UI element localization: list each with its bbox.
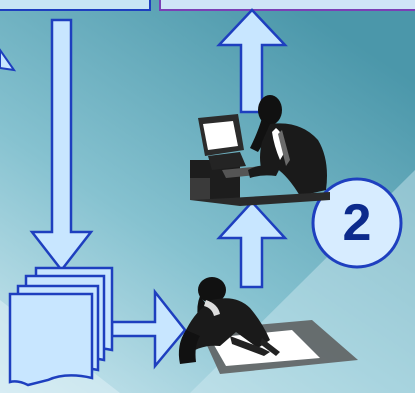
top-left-box: [0, 0, 150, 10]
step-badge: [313, 179, 401, 267]
top-right-box: [160, 0, 415, 10]
document-stack: [10, 268, 112, 385]
